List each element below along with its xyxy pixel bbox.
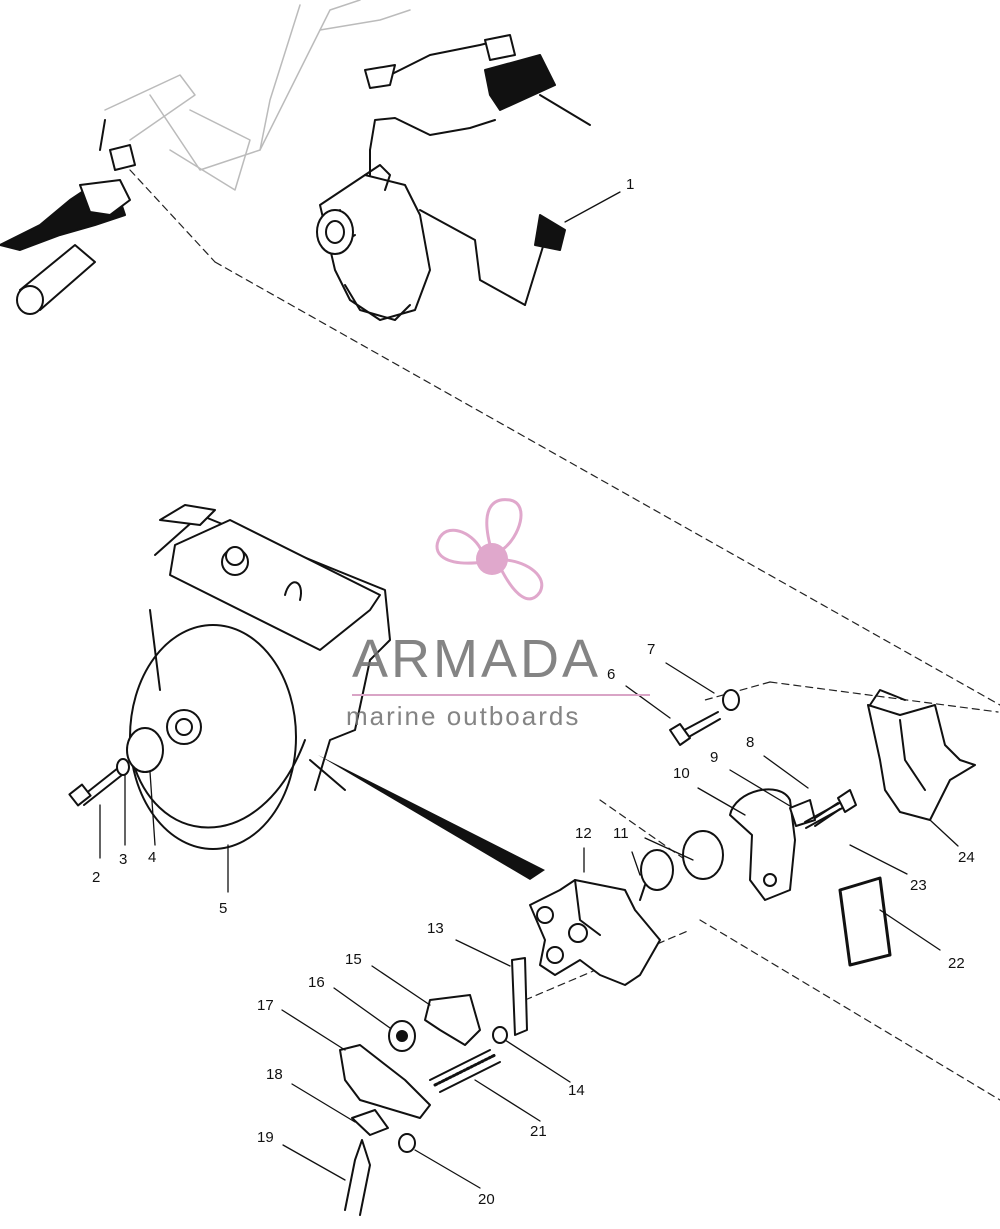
engine-housing bbox=[129, 504, 391, 850]
callout-2: 2 bbox=[92, 869, 101, 886]
callout-12: 12 bbox=[575, 825, 592, 842]
callout-24: 24 bbox=[958, 849, 975, 866]
callout-19: 19 bbox=[257, 1129, 274, 1146]
cover-24 bbox=[867, 689, 976, 821]
callout-11: 11 bbox=[613, 825, 629, 842]
callout-21: 21 bbox=[530, 1123, 547, 1140]
watermark-divider bbox=[352, 694, 650, 696]
bracket-12 bbox=[529, 879, 661, 986]
callout-13: 13 bbox=[427, 920, 444, 937]
parts-6-7 bbox=[669, 689, 740, 746]
parts-13-14 bbox=[492, 957, 528, 1044]
gasket-22 bbox=[838, 876, 892, 967]
handlebar-ghost-outline bbox=[104, 0, 411, 191]
callout-15: 15 bbox=[345, 951, 362, 968]
propeller-logo bbox=[435, 498, 544, 601]
parts-18-19-20 bbox=[344, 1109, 416, 1216]
callout-20: 20 bbox=[478, 1191, 495, 1208]
callout-22: 22 bbox=[948, 955, 965, 972]
callout-3: 3 bbox=[119, 851, 128, 868]
callout-9: 9 bbox=[710, 749, 719, 766]
callout-14: 14 bbox=[568, 1082, 585, 1099]
callout-4: 4 bbox=[148, 849, 157, 866]
callout-7: 7 bbox=[647, 641, 656, 658]
parts-8-9-23 bbox=[789, 789, 857, 829]
throttle-lever-assembly bbox=[0, 119, 136, 315]
callout-5: 5 bbox=[219, 900, 228, 917]
callout-23: 23 bbox=[910, 877, 927, 894]
callout-6: 6 bbox=[607, 666, 616, 683]
callout-leaders bbox=[99, 191, 959, 1189]
callout-16: 16 bbox=[308, 974, 325, 991]
parts-15-16 bbox=[388, 994, 481, 1052]
engine-leader-bar bbox=[318, 755, 545, 880]
carburetor bbox=[316, 34, 591, 321]
callout-18: 18 bbox=[266, 1066, 283, 1083]
callout-10: 10 bbox=[673, 765, 690, 782]
callout-8: 8 bbox=[746, 734, 755, 751]
parts-10-11 bbox=[639, 788, 796, 901]
parts-2-3-4 bbox=[68, 727, 164, 807]
watermark-tagline: marine outboards bbox=[346, 701, 581, 731]
watermark-brand: ARMADA bbox=[352, 629, 602, 689]
callout-1: 1 bbox=[626, 176, 635, 193]
callout-17: 17 bbox=[257, 997, 274, 1014]
parts-17-21 bbox=[339, 1044, 501, 1119]
